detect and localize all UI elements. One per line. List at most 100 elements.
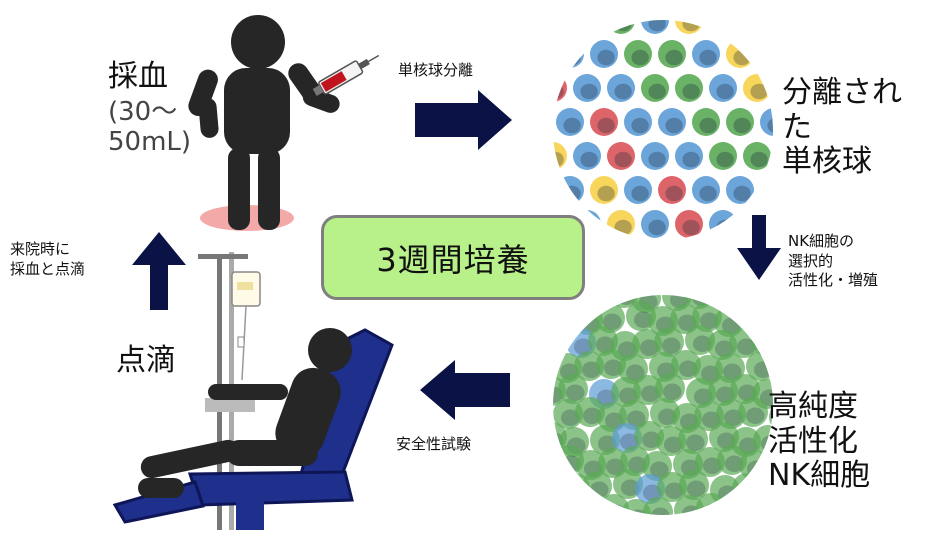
cell-nucleus-icon — [699, 49, 717, 66]
cell-nucleus-icon — [625, 364, 645, 381]
cell-nucleus-icon — [563, 185, 581, 202]
cell-icon — [662, 295, 692, 311]
cell-nucleus-icon — [622, 533, 641, 550]
cell-nucleus-icon — [558, 317, 578, 334]
cell-icon — [675, 74, 703, 102]
cell-nucleus-icon — [614, 219, 632, 236]
cell-icon — [658, 244, 686, 272]
cell-icon — [782, 331, 812, 361]
standing-person-icon — [188, 15, 340, 231]
cell-nucleus-icon — [640, 385, 660, 402]
cell-nucleus-icon — [602, 313, 622, 330]
cell-nucleus-icon — [789, 289, 808, 306]
cell-nucleus-icon — [699, 312, 719, 329]
cell-icon — [702, 521, 732, 551]
cell-icon — [577, 496, 607, 515]
cell-icon — [643, 497, 673, 515]
cell-icon — [556, 40, 584, 68]
on-visit-label: 来院時に 採血と点滴 — [10, 240, 86, 278]
cell-icon — [574, 351, 604, 381]
cell-nucleus-icon — [639, 339, 659, 356]
cell-nucleus-icon — [686, 480, 706, 497]
cell-icon — [708, 376, 738, 406]
cell-nucleus-icon — [597, 117, 615, 134]
cell-nucleus-icon — [580, 83, 598, 100]
cell-nucleus-icon — [763, 528, 782, 545]
cell-icon — [624, 176, 652, 204]
cell-icon — [641, 74, 669, 102]
cell-nucleus-icon — [662, 383, 682, 400]
cell-nucleus-icon — [699, 254, 716, 269]
cell-nucleus-icon — [661, 337, 681, 354]
cell-nucleus-icon — [597, 435, 617, 452]
cell-icon — [658, 176, 686, 204]
cell-icon — [587, 295, 617, 310]
cell-icon — [675, 210, 703, 238]
cell-icon — [718, 498, 748, 515]
cell-nucleus-icon — [775, 314, 794, 331]
cell-icon — [553, 376, 566, 406]
cell-icon — [573, 74, 601, 102]
cell-nucleus-icon — [567, 483, 587, 500]
cell-icon — [598, 448, 628, 478]
infusion-label: 点滴 — [116, 343, 176, 378]
cell-icon — [777, 6, 805, 34]
cell-nucleus-icon — [649, 461, 669, 478]
cell-nucleus-icon — [589, 481, 609, 498]
cell-nucleus-icon — [596, 389, 616, 406]
cell-icon — [692, 108, 720, 136]
cell-nucleus-icon — [767, 49, 773, 66]
cell-icon — [733, 519, 763, 549]
cell-nucleus-icon — [633, 311, 653, 328]
cell-icon — [655, 373, 685, 403]
cell-icon — [726, 108, 754, 136]
cell-icon — [709, 210, 737, 238]
cell-nucleus-icon — [597, 49, 615, 66]
cell-nucleus-icon — [699, 117, 717, 134]
cell-nucleus-icon — [631, 117, 649, 134]
separation-label: 単核球分離 — [398, 61, 474, 79]
cell-icon — [715, 353, 745, 383]
cell-nucleus-icon — [642, 484, 662, 501]
cell-icon — [709, 142, 737, 170]
cell-icon — [583, 517, 613, 547]
cell-icon — [675, 20, 703, 34]
cell-icon — [607, 74, 635, 102]
cell-icon — [694, 401, 724, 431]
cell-nucleus-icon — [563, 117, 581, 134]
cell-nucleus-icon — [618, 387, 638, 404]
cell-icon — [599, 494, 629, 515]
cell-nucleus-icon — [665, 49, 683, 66]
cell-icon — [760, 108, 773, 136]
cell-nucleus-icon — [750, 151, 768, 168]
cell-icon — [760, 40, 773, 68]
cell-icon — [678, 424, 708, 454]
cell-icon — [794, 176, 822, 204]
cell-icon — [707, 330, 737, 360]
cell-nucleus-icon — [801, 186, 818, 201]
cell-nucleus-icon — [688, 534, 707, 551]
cell-nucleus-icon — [747, 506, 767, 515]
cell-nucleus-icon — [597, 185, 615, 202]
cell-nucleus-icon — [693, 388, 713, 405]
cell-nucleus-icon — [801, 50, 818, 65]
separated-cells-label: 分離された 単核球 — [782, 75, 902, 179]
cell-icon — [553, 475, 568, 505]
cell-nucleus-icon — [584, 506, 604, 515]
arrow-down-icon — [737, 215, 781, 280]
cell-nucleus-icon — [560, 409, 580, 426]
cell-icon — [553, 399, 583, 429]
cell-icon — [590, 176, 618, 204]
cell-icon — [641, 142, 669, 170]
arrow-left-icon — [420, 360, 510, 420]
cell-icon — [768, 349, 773, 379]
cell-icon — [740, 496, 770, 515]
cell-icon — [624, 40, 652, 68]
cell-nucleus-icon — [737, 384, 757, 401]
cell-nucleus-icon — [604, 412, 624, 429]
cell-nucleus-icon — [776, 360, 795, 377]
cell-icon — [777, 522, 807, 552]
cell-icon — [633, 375, 663, 405]
cell-nucleus-icon — [620, 479, 640, 496]
cell-nucleus-icon — [750, 83, 768, 100]
